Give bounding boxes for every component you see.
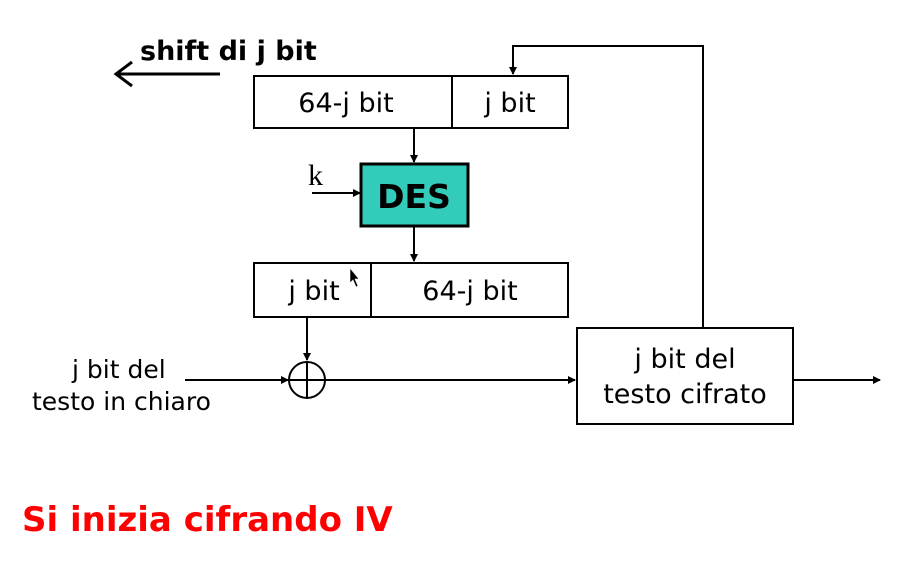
- top-register-right-label: j bit: [483, 88, 535, 119]
- ciphertext-label-line1: j bit del: [633, 344, 735, 375]
- top-register-left-label: 64-j bit: [298, 88, 393, 119]
- shift-label: shift di j bit: [140, 36, 317, 67]
- key-label: k: [308, 159, 323, 192]
- mouse-cursor-icon: [349, 267, 360, 288]
- bottom-register-right-label: 64-j bit: [422, 276, 517, 307]
- ciphertext-box: [576, 327, 794, 425]
- top-register-box: [253, 75, 569, 129]
- shift-arrow-head: [113, 60, 133, 88]
- caption: Si inizia cifrando IV: [22, 500, 393, 540]
- des-block: [359, 162, 470, 228]
- des-label: DES: [377, 177, 451, 216]
- plaintext-label-line2: testo in chiaro: [32, 387, 211, 416]
- bottom-register: j bit 64-j bit: [253, 262, 569, 318]
- xor-icon: [288, 361, 326, 399]
- bottom-register-left-label: j bit: [287, 276, 339, 307]
- top-register: 64-j bit j bit: [253, 75, 569, 129]
- plaintext-label-line1: j bit del: [71, 355, 166, 384]
- ciphertext-label-line2: testo cifrato: [603, 379, 767, 410]
- feedback-line: [509, 45, 704, 328]
- bottom-register-box: [253, 262, 569, 318]
